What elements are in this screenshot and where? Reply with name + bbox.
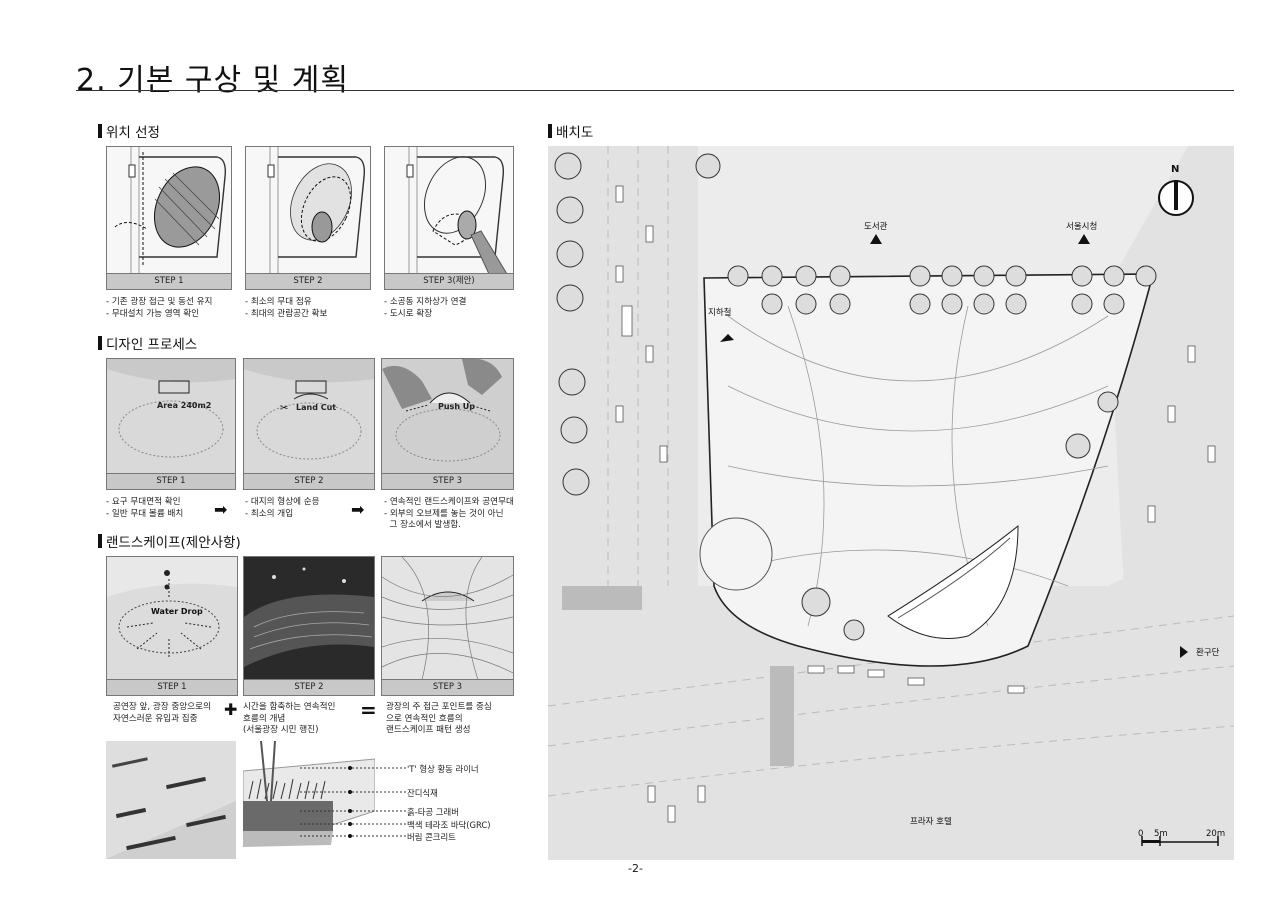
location-step-1-label: STEP 1 xyxy=(107,273,231,289)
landscape-step-2-notes: 시간을 함축하는 연속적인 흐름의 개념 (서울광장 시민 행진) xyxy=(243,702,336,735)
location-step-1-diagram xyxy=(107,147,231,274)
location-step-2-diagram xyxy=(246,147,370,274)
landscape-step-3-label: STEP 3 xyxy=(382,679,513,695)
landscape-step-3-notes: 광장의 주 접근 포인트를 중심 으로 연속적인 흐름의 랜드스케이프 패턴 생… xyxy=(386,702,492,735)
design-step-1-model-text: Area 240m2 xyxy=(157,401,212,410)
design-step-3-photo xyxy=(382,359,513,474)
design-step-3-notes: - 연속적인 랜드스케이프와 공연무대 - 외부의 오브제를 놓는 것이 아닌 … xyxy=(384,497,514,530)
scale-zero: 0 xyxy=(1138,829,1144,839)
arrow-right-icon: ➡ xyxy=(214,500,228,519)
landscape-step-1-notes: 공연장 앞, 광장 중앙으로의 자연스러운 유입과 집중 xyxy=(113,702,211,724)
map-label-library: 도서관 xyxy=(864,222,888,232)
north-arrow-icon: N xyxy=(1171,164,1180,175)
section-detail-render xyxy=(243,741,375,859)
design-step-2-notes: - 대지의 형상에 순응 - 최소의 개입 xyxy=(245,497,320,519)
landscape-step-2-photo xyxy=(244,557,374,680)
legend-item: 'T' 형상 황동 라이너 xyxy=(407,764,479,774)
design-step-3-model-text: Push Up xyxy=(438,402,476,411)
design-step-1-panel: Area 240m2 STEP 1 xyxy=(106,358,236,490)
section-heading-landscape: 랜드스케이프(제안사항) xyxy=(98,531,241,551)
section-heading-location: 위치 선정 xyxy=(98,121,160,141)
title-divider xyxy=(76,90,1234,91)
landscape-step-1-panel: Water Drop STEP 1 xyxy=(106,556,238,696)
paving-detail-photo xyxy=(106,741,236,859)
scale-5m: 5m xyxy=(1154,829,1168,839)
design-step-3-panel: Push Up STEP 3 xyxy=(381,358,514,490)
section-heading-siteplan: 배치도 xyxy=(548,121,593,141)
scale-20m: 20m xyxy=(1206,829,1226,839)
legend-item: 흙-타공 그래버 xyxy=(407,807,459,817)
design-step-1-label: STEP 1 xyxy=(107,473,235,489)
location-step-2-label: STEP 2 xyxy=(246,273,370,289)
location-step-3-label: STEP 3(제안) xyxy=(385,273,513,289)
scissors-icon: ✂ xyxy=(280,403,289,414)
legend-item: 백색 테라조 바닥(GRC) xyxy=(407,820,491,830)
location-step-2-notes: - 최소의 무대 점유 - 최대의 관람공간 확보 xyxy=(245,297,328,319)
design-step-2-photo xyxy=(244,359,374,474)
landscape-step-2-label: STEP 2 xyxy=(244,679,374,695)
map-label-subway: 지하철 xyxy=(708,308,732,318)
location-step-3-panel: STEP 3(제안) xyxy=(384,146,514,290)
landscape-step-3-model xyxy=(382,557,513,681)
design-step-1-notes: - 요구 무대면적 확인 - 일반 무대 볼륨 배치 xyxy=(106,497,184,519)
legend-item: 잔디식재 xyxy=(407,788,438,798)
design-step-1-photo xyxy=(107,359,235,474)
map-label-hwangudan: 환구단 xyxy=(1196,648,1220,658)
plus-icon: ✚ xyxy=(224,700,238,719)
location-step-1-notes: - 기존 광장 접근 및 동선 유지 - 무대설치 가능 영역 확인 xyxy=(106,297,213,319)
location-step-3-diagram xyxy=(385,147,513,275)
design-step-2-label: STEP 2 xyxy=(244,473,374,489)
landscape-step-2-panel: STEP 2 xyxy=(243,556,375,696)
legend-item: 버림 콘크리트 xyxy=(407,832,456,842)
map-label-hotel: 프라자 호텔 xyxy=(910,817,952,827)
design-step-2-panel: Land Cut ✂ STEP 2 xyxy=(243,358,375,490)
arrow-right-icon: ➡ xyxy=(351,500,365,519)
page-title: 2. 기본 구상 및 계획 xyxy=(76,63,349,98)
location-step-1-panel: STEP 1 xyxy=(106,146,232,290)
design-step-3-label: STEP 3 xyxy=(382,473,513,489)
map-label-cityhall: 서울시청 xyxy=(1066,222,1098,232)
landscape-step-1-image xyxy=(107,557,237,680)
site-plan-drawing xyxy=(548,146,1234,860)
landscape-step-1-label: STEP 1 xyxy=(107,679,237,695)
landscape-step-3-panel: STEP 3 xyxy=(381,556,514,696)
section-heading-design: 디자인 프로세스 xyxy=(98,333,197,353)
location-step-3-notes: - 소공동 지하상가 연결 - 도시로 확장 xyxy=(384,297,467,319)
landscape-step-1-model-text: Water Drop xyxy=(151,607,203,616)
legend-leaders xyxy=(300,766,406,838)
design-step-2-model-text: Land Cut xyxy=(296,403,337,412)
page-number: -2- xyxy=(628,862,643,875)
site-plan-map: 도서관 서울시청 지하철 환구단 프라자 호텔 N 0 5m 20m xyxy=(548,146,1234,860)
location-step-2-panel: STEP 2 xyxy=(245,146,371,290)
equals-icon: = xyxy=(360,698,377,722)
